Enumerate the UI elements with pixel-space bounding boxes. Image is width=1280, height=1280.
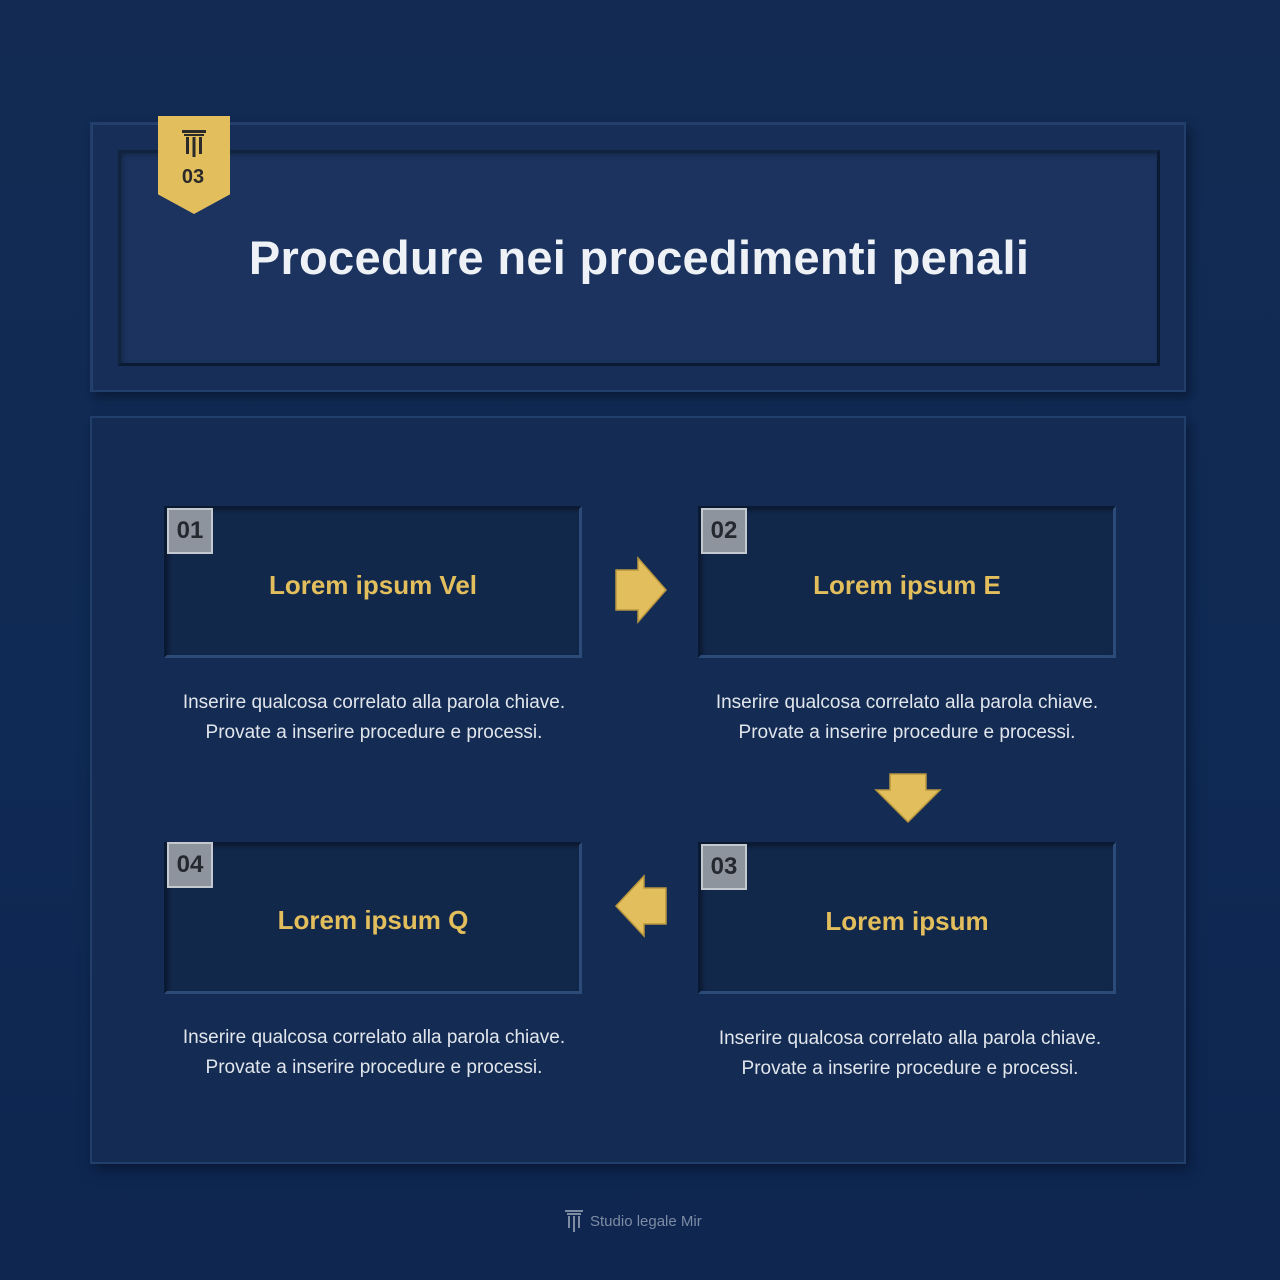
step-box-02 — [698, 506, 1116, 658]
arrow-left-icon — [614, 874, 667, 938]
arrow-down-icon — [874, 773, 942, 824]
description-line: Inserire qualcosa correlato alla parola … — [182, 1027, 566, 1048]
footer-brand: Studio legale Mir — [564, 1208, 702, 1234]
footer-brand-name: Studio legale Mir — [590, 1212, 702, 1230]
step-description: Inserire qualcosa correlato alla parola … — [680, 1024, 1140, 1084]
step-number-badge: 02 — [701, 508, 747, 554]
step-number-badge: 01 — [167, 508, 213, 554]
header-inner-panel — [118, 150, 1160, 366]
description-line: Inserire qualcosa correlato alla parola … — [182, 692, 566, 713]
description-line: Inserire qualcosa correlato alla parola … — [715, 692, 1099, 713]
section-number: 03 — [181, 166, 205, 188]
step-number-badge: 03 — [701, 844, 747, 890]
step-title: Lorem ipsum Q — [277, 905, 469, 935]
step-description: Inserire qualcosa correlato alla parola … — [144, 1023, 604, 1083]
description-line: Inserire qualcosa correlato alla parola … — [718, 1028, 1102, 1049]
step-title: Lorem ipsum Vel — [268, 570, 478, 600]
arrow-right-icon — [615, 556, 667, 624]
pillar-icon — [182, 130, 206, 157]
pillar-icon — [565, 1210, 583, 1232]
step-box-04 — [164, 842, 582, 994]
step-number-badge: 04 — [167, 842, 213, 888]
step-description: Inserire qualcosa correlato alla parola … — [144, 688, 604, 748]
page-title: Procedure nei procedimenti penali — [248, 231, 1030, 284]
step-box-03 — [698, 842, 1116, 994]
description-line: Provate a inserire procedure e processi. — [741, 1058, 1079, 1079]
step-title: Lorem ipsum E — [813, 570, 1001, 600]
step-box-01 — [164, 506, 582, 658]
step-description: Inserire qualcosa correlato alla parola … — [677, 688, 1137, 748]
step-title: Lorem ipsum — [825, 906, 989, 936]
description-line: Provate a inserire procedure e processi. — [205, 722, 543, 743]
description-line: Provate a inserire procedure e processi. — [738, 722, 1076, 743]
description-line: Provate a inserire procedure e processi. — [205, 1057, 543, 1078]
